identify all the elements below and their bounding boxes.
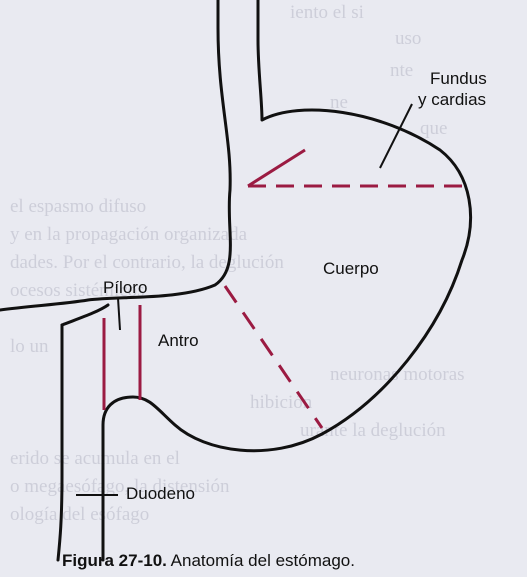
fundus-label-line1: Fundus <box>418 68 487 89</box>
cuerpo-label: Cuerpo <box>323 258 379 279</box>
fundus-label-line2: y cardias <box>418 89 487 110</box>
duodeno-label: Duodeno <box>126 483 195 504</box>
svg-text:lo un: lo un <box>10 336 49 357</box>
svg-text:dades. Por el contrario, la de: dades. Por el contrario, la deglución <box>10 252 284 273</box>
piloro-label: Píloro <box>103 277 147 298</box>
fundus-cardias-label: Fundus y cardias <box>418 68 487 110</box>
svg-text:nte: nte <box>390 60 413 81</box>
figure-caption: Figura 27-10. Anatomía del estómago. <box>62 551 355 571</box>
figure-number: Figura 27-10. <box>62 551 167 570</box>
antro-label: Antro <box>158 330 199 351</box>
caption-text: Anatomía del estómago. <box>171 551 355 570</box>
svg-text:ología del esófago: ología del esófago <box>10 504 149 525</box>
svg-text:uso: uso <box>395 28 421 49</box>
svg-text:urante la deglución: urante la deglución <box>300 420 446 441</box>
svg-text:erido se acumula en el: erido se acumula en el <box>10 448 180 469</box>
svg-text:iento el si: iento el si <box>290 2 364 23</box>
svg-text:que: que <box>420 118 447 139</box>
svg-text:y en la propagación organizada: y en la propagación organizada <box>10 224 248 245</box>
svg-text:o megaesófago, la distensión: o megaesófago, la distensión <box>10 476 230 497</box>
svg-text:el espasmo difuso: el espasmo difuso <box>10 196 146 217</box>
